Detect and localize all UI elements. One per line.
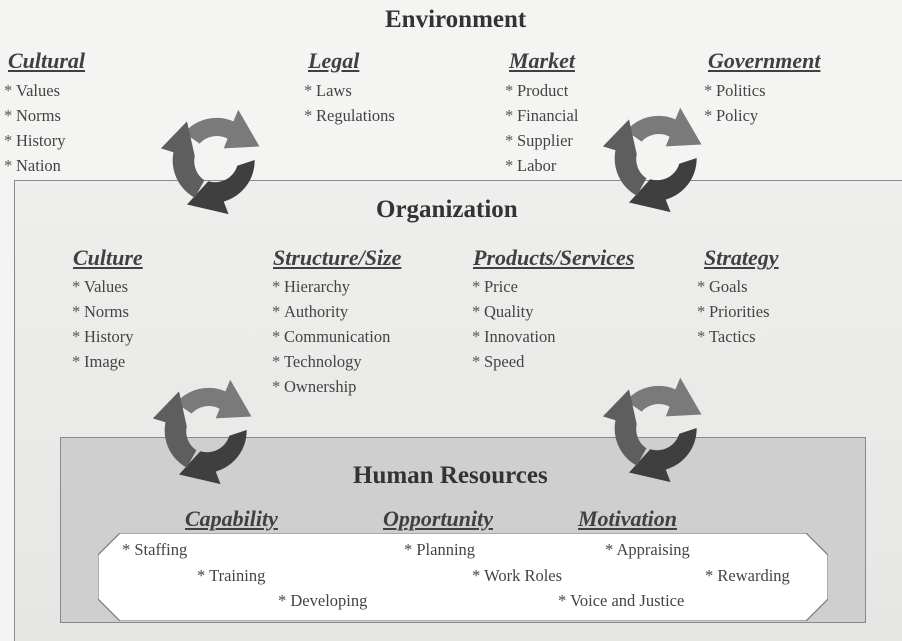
env-market-list: Product Financial Supplier Labor bbox=[505, 78, 578, 178]
cycle-arrows-icon bbox=[602, 107, 702, 213]
env-government-list: Politics Policy bbox=[704, 78, 766, 128]
list-item: Price bbox=[472, 274, 556, 299]
list-item: Priorities bbox=[697, 299, 770, 324]
organization-title: Organization bbox=[376, 196, 518, 223]
hr-category-opportunity: Opportunity bbox=[383, 506, 494, 531]
env-category-market: Market bbox=[509, 48, 575, 73]
hr-item-rewarding: Rewarding bbox=[705, 566, 789, 586]
list-item: Authority bbox=[272, 299, 390, 324]
list-item: Norms bbox=[72, 299, 134, 324]
env-category-legal: Legal bbox=[308, 48, 360, 73]
list-item: Values bbox=[4, 78, 66, 103]
hr-item-training: Training bbox=[197, 566, 265, 586]
environment-title: Environment bbox=[385, 6, 527, 33]
hr-item-developing: Developing bbox=[278, 591, 367, 611]
list-item: Goals bbox=[697, 274, 770, 299]
list-item: Ownership bbox=[272, 374, 390, 399]
list-item: Innovation bbox=[472, 324, 556, 349]
env-cultural-list: Values Norms History Nation bbox=[4, 78, 66, 178]
org-structure-list: Hierarchy Authority Communication Techno… bbox=[272, 274, 390, 399]
list-item: Image bbox=[72, 349, 134, 374]
hr-item-voice-and-justice: Voice and Justice bbox=[558, 591, 684, 611]
list-item: Laws bbox=[304, 78, 395, 103]
list-item: Financial bbox=[505, 103, 578, 128]
list-item: Communication bbox=[272, 324, 390, 349]
env-category-government: Government bbox=[708, 48, 821, 73]
org-category-culture: Culture bbox=[73, 245, 143, 270]
cycle-arrows-icon bbox=[160, 109, 260, 215]
human-resources-title: Human Resources bbox=[353, 462, 548, 489]
hr-item-staffing: Staffing bbox=[122, 540, 187, 560]
list-item: Hierarchy bbox=[272, 274, 390, 299]
list-item: Technology bbox=[272, 349, 390, 374]
list-item: Speed bbox=[472, 349, 556, 374]
list-item: Nation bbox=[4, 153, 66, 178]
list-item: Quality bbox=[472, 299, 556, 324]
hr-item-work-roles: Work Roles bbox=[472, 566, 562, 586]
org-products-list: Price Quality Innovation Speed bbox=[472, 274, 556, 374]
org-category-strategy: Strategy bbox=[704, 245, 779, 270]
env-legal-list: Laws Regulations bbox=[304, 78, 395, 128]
list-item: Norms bbox=[4, 103, 66, 128]
list-item: Labor bbox=[505, 153, 578, 178]
list-item: Politics bbox=[704, 78, 766, 103]
list-item: Policy bbox=[704, 103, 766, 128]
env-category-cultural: Cultural bbox=[8, 48, 86, 73]
hr-item-planning: Planning bbox=[404, 540, 475, 560]
list-item: Product bbox=[505, 78, 578, 103]
list-item: Regulations bbox=[304, 103, 395, 128]
list-item: History bbox=[72, 324, 134, 349]
cycle-arrows-icon bbox=[602, 377, 702, 483]
org-culture-list: Values Norms History Image bbox=[72, 274, 134, 374]
hr-category-capability: Capability bbox=[185, 506, 278, 531]
org-category-products-services: Products/Services bbox=[473, 245, 635, 270]
list-item: History bbox=[4, 128, 66, 153]
list-item: Supplier bbox=[505, 128, 578, 153]
hr-item-appraising: Appraising bbox=[605, 540, 689, 560]
list-item: Values bbox=[72, 274, 134, 299]
cycle-arrows-icon bbox=[152, 379, 252, 485]
hr-category-motivation: Motivation bbox=[578, 506, 678, 531]
org-strategy-list: Goals Priorities Tactics bbox=[697, 274, 770, 349]
list-item: Tactics bbox=[697, 324, 770, 349]
org-category-structure-size: Structure/Size bbox=[273, 245, 402, 270]
